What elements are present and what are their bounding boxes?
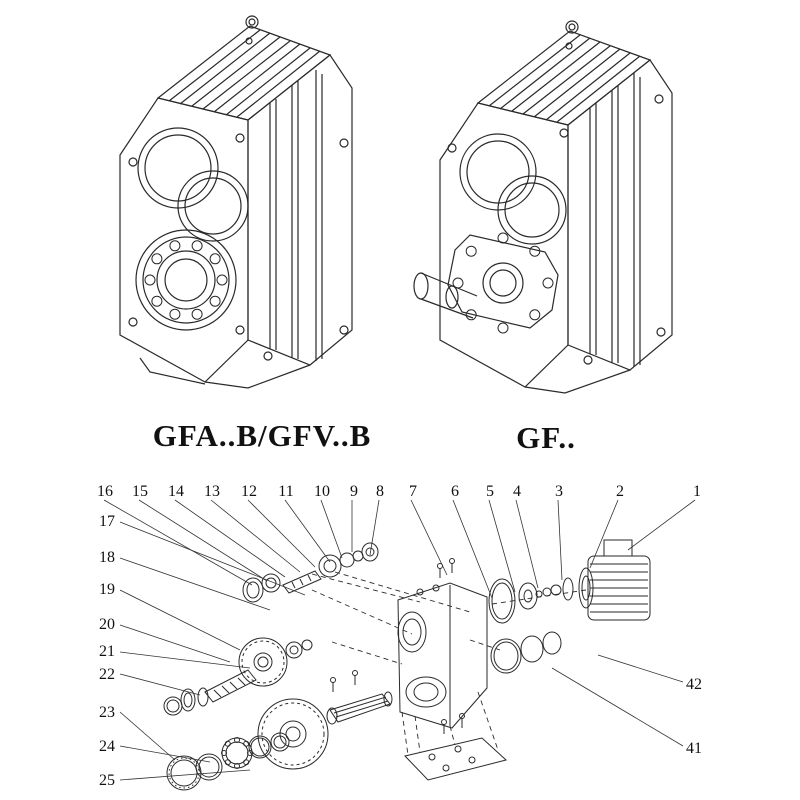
callout-25: 25 [99,772,115,789]
exploded-view-drawing [163,539,651,791]
callout-19: 19 [99,581,115,598]
callout-10: 10 [314,483,330,500]
callout-14: 14 [168,483,184,500]
output-gear-cluster [166,670,393,791]
callout-22: 22 [99,666,115,683]
callout-24: 24 [99,738,115,755]
base-plate [404,713,508,781]
callout-7: 7 [409,483,417,500]
input-shaft-assembly [242,542,379,603]
callout-42: 42 [686,676,702,693]
callout-12: 12 [241,483,257,500]
callout-13: 13 [204,483,220,500]
flange-bolt-holes [452,232,554,334]
model-label-gf: GF.. [516,420,576,455]
callout-2: 2 [616,483,624,500]
callout-5: 5 [486,483,494,500]
callout-1: 1 [693,483,701,500]
callout-15: 15 [132,483,148,500]
callout-17: 17 [99,513,115,530]
seal-rings [490,631,562,674]
alignment-lines [311,571,587,756]
model-label-gfab: GFA..B/GFV..B [152,418,372,453]
callout-3: 3 [555,483,563,500]
housing [397,582,488,729]
callout-20: 20 [99,616,115,633]
bearing-balls [144,240,228,320]
callout-leader-lines [103,499,696,781]
motor [578,539,651,621]
gearbox-drawing-gf [413,20,673,394]
callout-41: 41 [686,740,702,757]
intermediate-gear-cluster [163,637,313,716]
callout-16: 16 [97,483,113,500]
callout-23: 23 [99,704,115,721]
callout-21: 21 [99,643,115,660]
callout-11: 11 [278,483,294,500]
callout-18: 18 [99,549,115,566]
callout-9: 9 [350,483,358,500]
gearbox-drawing-gfab [119,15,353,389]
callout-8: 8 [376,483,384,500]
coupling-parts [488,577,574,624]
callout-6: 6 [451,483,459,500]
callout-4: 4 [513,483,521,500]
